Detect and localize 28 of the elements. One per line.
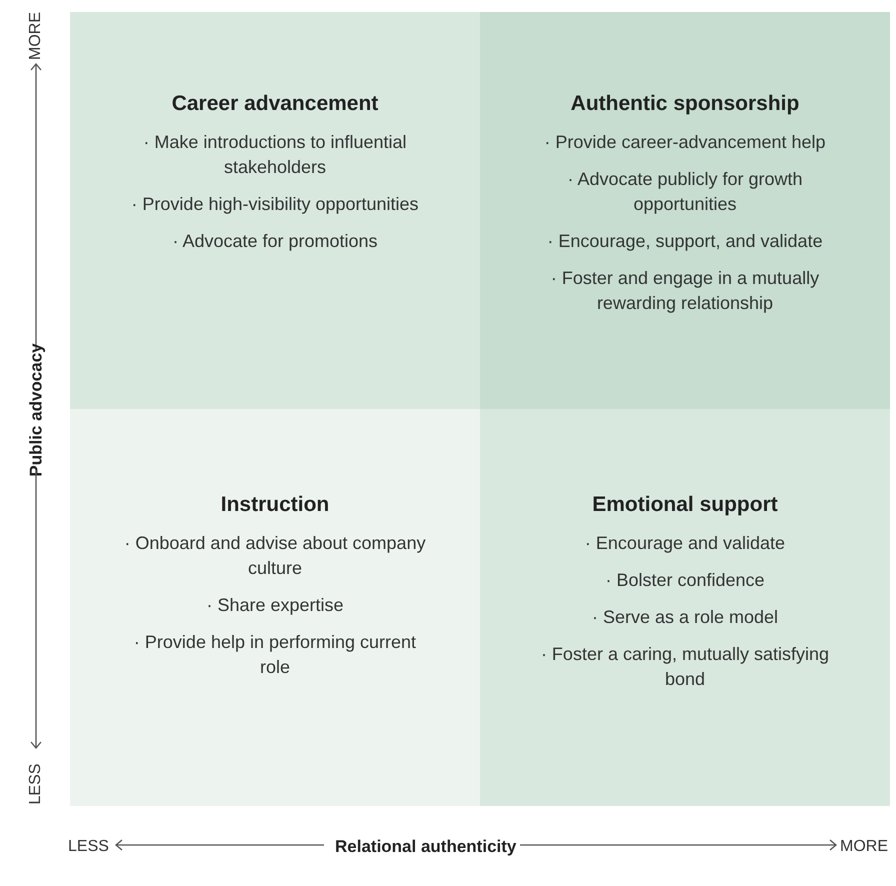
bullet-item: · Onboard and advise about company culture (123, 532, 427, 580)
bullet-item: · Foster a caring, mutually satisfying bond (540, 642, 830, 690)
bullet-item: · Provide career-advancement help (544, 130, 826, 154)
quadrant-panel (70, 409, 480, 806)
bullet-item: · Serve as a role model (592, 606, 778, 628)
bullet-item: · Encourage and validate (584, 532, 786, 555)
bullet-item: · Share expertise (206, 594, 344, 617)
bullet-item: · Provide high-visibility opportunities (131, 192, 419, 216)
quadrant-heading: Instruction (220, 492, 330, 518)
quadrant-panel (480, 409, 890, 806)
bullet-item: · Encourage, support, and validate (547, 230, 823, 253)
quadrant-panel (480, 12, 890, 409)
quadrant-heading: Emotional support (592, 492, 778, 518)
axis-title: Relational authenticity (335, 836, 516, 858)
bullet-item: · Make introductions to influential stakeholders (142, 130, 408, 178)
axis-title: Public advocacy (25, 343, 46, 477)
quadrant-heading: Career advancement (172, 91, 378, 117)
quadrant-panel (70, 12, 480, 409)
bullet-item: · Advocate publicly for growth opportunities (566, 168, 804, 216)
bullet-item: · Advocate for promotions (172, 230, 378, 253)
bullet-item: · Provide help in performing current role (132, 630, 418, 678)
axis-label: MORE (26, 12, 45, 60)
bullet-item: · Bolster confidence (605, 568, 765, 592)
quadrant-heading: Authentic sponsorship (570, 91, 800, 117)
axis-label: LESS (26, 764, 45, 804)
axis-label: LESS (68, 837, 109, 857)
axis-label: MORE (840, 837, 888, 857)
bullet-item: · Foster and engage in a mutually rewarding relationship (550, 266, 820, 315)
